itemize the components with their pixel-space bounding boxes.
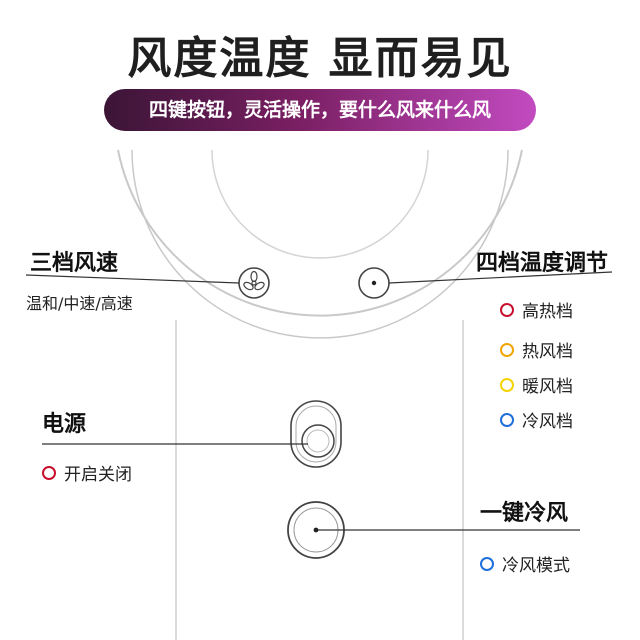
blue-ring-icon — [500, 412, 514, 427]
temperature-button[interactable] — [358, 267, 390, 299]
power-option-label: 开启关闭 — [64, 465, 132, 485]
temp-option-label: 高热档 — [522, 302, 573, 322]
subtitle-text: 四键按钮，灵活操作，要什么风来什么风 — [148, 99, 491, 121]
temp-option-warm: 暖风档 — [500, 372, 573, 397]
subtitle-banner — [104, 89, 536, 131]
temp-option-label: 暖风档 — [522, 377, 573, 397]
power-option: 开启关闭 — [42, 460, 132, 485]
temp-option-high: 高热档 — [500, 297, 573, 322]
temperature-heading: 四档温度调节 — [476, 251, 609, 276]
fan-speed-button[interactable] — [238, 267, 270, 299]
power-heading: 电源 — [42, 412, 87, 437]
temp-option-label: 热风档 — [522, 342, 573, 362]
red-ring-icon — [42, 465, 56, 480]
fan-speed-desc: 温和/中速/高速 — [26, 294, 133, 313]
cool-heading: 一键冷风 — [480, 501, 569, 526]
fan-speed-heading: 三档风速 — [30, 251, 119, 276]
blue-ring-icon — [480, 556, 494, 571]
temp-option-label: 冷风档 — [522, 412, 573, 432]
outer-ring — [117, 149, 523, 317]
red-ring-icon — [500, 302, 514, 317]
temp-option-hot: 热风档 — [500, 337, 573, 362]
dot-icon — [313, 527, 319, 533]
fan-icon — [243, 270, 265, 291]
orange-ring-icon — [500, 342, 514, 357]
dot-icon — [371, 280, 377, 286]
power-toggle-button[interactable] — [290, 400, 342, 468]
callout-line-temp — [388, 271, 613, 284]
callout-line-fan — [25, 274, 240, 284]
page-title: 风度温度 显而易见 — [127, 33, 513, 84]
cool-option: 冷风模式 — [480, 551, 570, 576]
inner-opening — [211, 149, 429, 259]
cool-option-label: 冷风模式 — [502, 556, 570, 576]
inner-ring — [131, 149, 509, 339]
temp-option-cold: 冷风档 — [500, 407, 573, 432]
yellow-ring-icon — [500, 377, 514, 392]
